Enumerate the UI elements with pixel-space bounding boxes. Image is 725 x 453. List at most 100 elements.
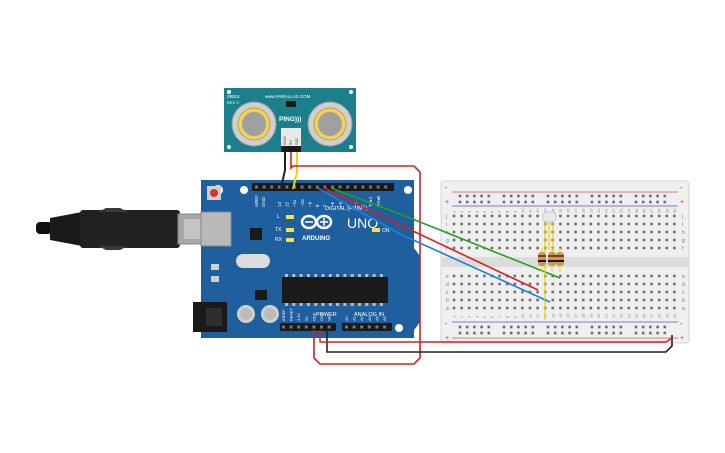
rail-hole[interactable]: [561, 325, 564, 329]
breadboard-hole[interactable]: [635, 282, 638, 286]
breadboard-hole[interactable]: [505, 282, 509, 286]
breadboard-hole[interactable]: [467, 230, 471, 234]
breadboard-hole[interactable]: [536, 290, 539, 294]
breadboard-hole[interactable]: [521, 274, 524, 278]
rail-hole[interactable]: [531, 194, 535, 198]
rail-hole[interactable]: [458, 194, 462, 198]
breadboard-hole[interactable]: [528, 214, 532, 218]
breadboard-hole[interactable]: [528, 274, 532, 278]
breadboard-hole[interactable]: [642, 238, 646, 242]
wire-black-sensor-gnd[interactable]: [280, 152, 286, 189]
breadboard-hole[interactable]: [657, 306, 661, 310]
breadboard-hole[interactable]: [581, 214, 585, 218]
rail-hole[interactable]: [524, 325, 527, 329]
breadboard-hole[interactable]: [559, 274, 562, 278]
header-hole[interactable]: [352, 325, 356, 329]
breadboard-hole[interactable]: [657, 290, 661, 294]
breadboard-hole[interactable]: [551, 298, 555, 302]
breadboard-hole[interactable]: [566, 298, 570, 302]
breadboard-hole[interactable]: [490, 282, 494, 286]
breadboard-hole[interactable]: [566, 274, 570, 278]
breadboard-hole[interactable]: [521, 230, 524, 234]
breadboard-hole[interactable]: [513, 274, 517, 278]
breadboard-hole[interactable]: [574, 246, 577, 250]
rail-hole[interactable]: [531, 331, 535, 335]
breadboard-hole[interactable]: [498, 306, 501, 310]
breadboard-hole[interactable]: [490, 238, 494, 242]
rail-hole[interactable]: [612, 331, 615, 335]
breadboard-hole[interactable]: [528, 298, 532, 302]
breadboard-hole[interactable]: [604, 222, 608, 226]
rail-hole[interactable]: [605, 194, 608, 198]
breadboard-hole[interactable]: [559, 282, 562, 286]
breadboard-hole[interactable]: [490, 298, 494, 302]
breadboard-hole[interactable]: [566, 290, 570, 294]
breadboard-hole[interactable]: [635, 238, 638, 242]
breadboard-hole[interactable]: [490, 222, 494, 226]
rail-hole[interactable]: [546, 331, 550, 335]
header-hole[interactable]: [282, 325, 285, 329]
header-hole[interactable]: [289, 325, 293, 329]
rail-hole[interactable]: [634, 325, 638, 329]
breadboard-hole[interactable]: [559, 230, 562, 234]
breadboard-hole[interactable]: [566, 246, 570, 250]
breadboard-hole[interactable]: [635, 290, 638, 294]
breadboard-hole[interactable]: [505, 230, 509, 234]
rail-hole[interactable]: [502, 194, 506, 198]
breadboard-hole[interactable]: [483, 274, 486, 278]
breadboard-hole[interactable]: [574, 222, 577, 226]
breadboard-hole[interactable]: [536, 238, 539, 242]
rail-hole[interactable]: [619, 194, 623, 198]
rail-hole[interactable]: [656, 325, 659, 329]
rail-hole[interactable]: [473, 331, 476, 335]
breadboard-hole[interactable]: [475, 274, 479, 278]
breadboard-hole[interactable]: [467, 282, 471, 286]
breadboard-hole[interactable]: [498, 246, 501, 250]
rail-hole[interactable]: [465, 325, 469, 329]
breadboard-hole[interactable]: [536, 230, 539, 234]
rail-hole[interactable]: [641, 331, 645, 335]
breadboard-hole[interactable]: [490, 246, 494, 250]
header-hole[interactable]: [327, 325, 331, 329]
breadboard-hole[interactable]: [589, 230, 593, 234]
breadboard-hole[interactable]: [490, 290, 494, 294]
breadboard-hole[interactable]: [521, 246, 524, 250]
breadboard-hole[interactable]: [551, 282, 555, 286]
rail-hole[interactable]: [634, 331, 638, 335]
breadboard-hole[interactable]: [528, 230, 532, 234]
breadboard-hole[interactable]: [452, 290, 456, 294]
breadboard-hole[interactable]: [612, 290, 615, 294]
rail-hole[interactable]: [517, 325, 520, 329]
breadboard-hole[interactable]: [475, 222, 479, 226]
rail-hole[interactable]: [575, 194, 579, 198]
breadboard-hole[interactable]: [642, 306, 646, 310]
rail-hole[interactable]: [568, 194, 571, 198]
rail-hole[interactable]: [531, 200, 535, 204]
breadboard-hole[interactable]: [498, 290, 501, 294]
breadboard-hole[interactable]: [673, 238, 676, 242]
breadboard-hole[interactable]: [475, 306, 479, 310]
breadboard-hole[interactable]: [627, 282, 631, 286]
breadboard-hole[interactable]: [475, 290, 479, 294]
breadboard-hole[interactable]: [642, 274, 646, 278]
breadboard-hole[interactable]: [513, 238, 517, 242]
breadboard-hole[interactable]: [650, 230, 653, 234]
header-hole[interactable]: [331, 185, 334, 189]
breadboard-hole[interactable]: [536, 282, 539, 286]
rail-hole[interactable]: [575, 325, 579, 329]
breadboard-hole[interactable]: [673, 214, 676, 218]
breadboard-hole[interactable]: [635, 214, 638, 218]
rail-hole[interactable]: [590, 194, 594, 198]
breadboard-hole[interactable]: [673, 230, 676, 234]
breadboard-hole[interactable]: [483, 214, 486, 218]
breadboard-hole[interactable]: [513, 282, 517, 286]
breadboard-hole[interactable]: [467, 222, 471, 226]
breadboard-hole[interactable]: [452, 298, 456, 302]
wire-black-gnd-rail[interactable]: [326, 330, 673, 353]
wire-yellow-sensor-sig[interactable]: [292, 152, 298, 190]
breadboard-hole[interactable]: [475, 238, 479, 242]
breadboard-hole[interactable]: [581, 290, 585, 294]
breadboard-hole[interactable]: [604, 306, 608, 310]
